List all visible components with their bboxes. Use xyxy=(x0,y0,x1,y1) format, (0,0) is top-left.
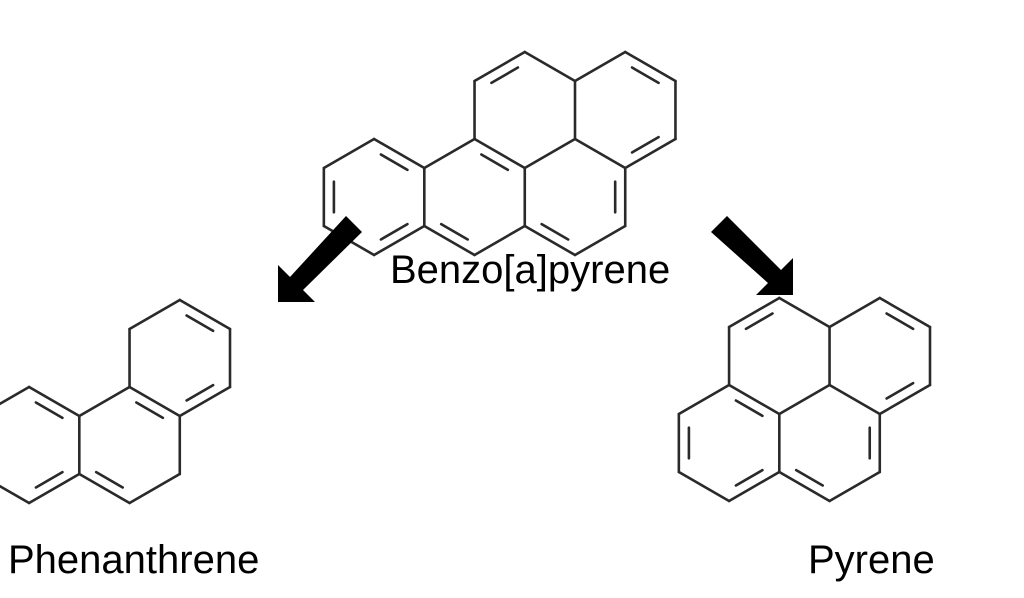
bond xyxy=(623,137,677,170)
bond xyxy=(778,470,831,503)
bond xyxy=(423,224,476,257)
benzo-a-pyrene-structure xyxy=(322,50,677,257)
bond xyxy=(423,137,476,170)
bond xyxy=(372,224,426,257)
double-bond xyxy=(540,222,570,241)
bond xyxy=(27,472,81,505)
bond xyxy=(828,296,882,329)
double-bond xyxy=(379,222,409,241)
bond xyxy=(677,470,731,503)
bond xyxy=(473,137,527,170)
double-bond xyxy=(439,222,470,241)
double-bond xyxy=(379,153,409,172)
bond xyxy=(523,137,577,170)
phenanthrene-label: Phenanthrene xyxy=(8,538,260,582)
double-bond xyxy=(94,470,125,489)
bond xyxy=(322,137,376,170)
bond xyxy=(78,385,131,418)
bond xyxy=(573,224,627,257)
bond xyxy=(78,472,131,505)
bond xyxy=(0,385,31,406)
double-bond xyxy=(885,381,915,400)
bond xyxy=(178,298,232,331)
bond xyxy=(523,50,577,83)
bond xyxy=(727,296,781,329)
pyrene-label: Pyrene xyxy=(808,538,935,582)
bond xyxy=(778,383,831,416)
double-bond xyxy=(185,314,215,333)
bond xyxy=(523,224,577,257)
bond xyxy=(372,137,426,170)
bond xyxy=(828,470,882,503)
bond xyxy=(128,298,182,331)
double-bond xyxy=(135,401,165,420)
bond xyxy=(573,137,627,170)
bond xyxy=(573,50,627,83)
double-bond xyxy=(734,468,764,487)
bond xyxy=(473,50,527,83)
bond xyxy=(623,50,677,83)
bond xyxy=(778,296,831,329)
bond xyxy=(473,224,527,257)
benzo-a-pyrene-label: Benzo[a]pyrene xyxy=(390,248,671,292)
bond xyxy=(128,385,182,418)
arrow-to-pyrene xyxy=(711,216,793,295)
double-bond xyxy=(744,312,774,331)
double-bond xyxy=(885,312,915,331)
double-bond xyxy=(185,383,215,402)
double-bond xyxy=(490,66,520,85)
double-bond xyxy=(630,66,660,85)
bond xyxy=(878,296,932,329)
bond xyxy=(727,470,781,503)
double-bond xyxy=(34,470,64,489)
double-bond xyxy=(734,399,764,418)
bond xyxy=(0,484,31,505)
bond xyxy=(178,385,232,418)
bond xyxy=(828,383,882,416)
pyrene-structure xyxy=(677,296,932,503)
double-bond xyxy=(630,135,660,154)
bond xyxy=(878,383,932,416)
bond xyxy=(727,383,781,416)
double-bond xyxy=(794,468,825,487)
phenanthrene-structure xyxy=(0,298,232,505)
bond xyxy=(27,385,81,418)
bond xyxy=(677,383,731,416)
bond xyxy=(128,472,182,505)
double-bond xyxy=(34,401,64,420)
double-bond xyxy=(480,153,510,172)
arrow-to-phenanthrene xyxy=(278,216,362,302)
